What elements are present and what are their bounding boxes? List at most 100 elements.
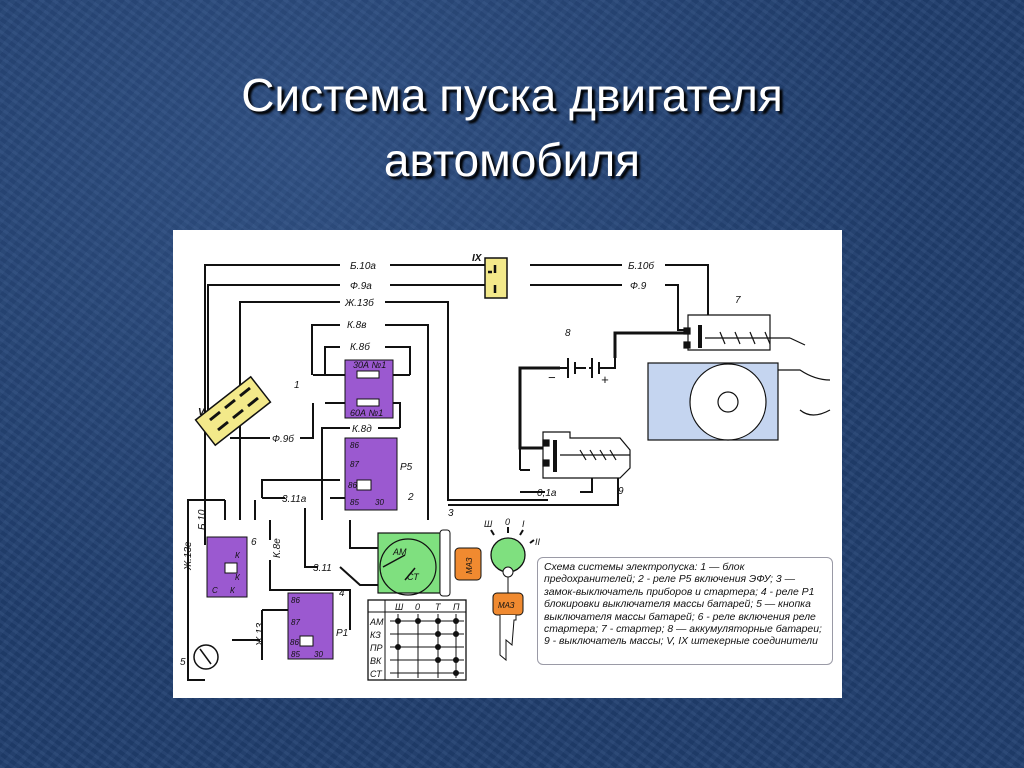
p1-pin: 86	[290, 638, 299, 647]
label-b10a: Б.10а	[350, 261, 376, 272]
label-3-11a: 3.11а	[282, 494, 307, 505]
connector-ix	[484, 257, 508, 299]
label-k8v: К.8в	[347, 320, 366, 331]
p5-pin: 86	[348, 481, 357, 490]
table-contact-dot	[415, 618, 421, 624]
relay-p1	[287, 592, 334, 660]
label-f9b: Ф.9б	[272, 433, 294, 445]
starter-7	[647, 314, 831, 441]
label-zh13g: Ж.13г	[183, 542, 194, 571]
table-contact-dot	[453, 631, 459, 637]
p1-pin: 85	[291, 650, 300, 659]
wire-k8v	[311, 324, 429, 520]
diagram-legend: Схема системы электропуска: 1 — блок пре…	[537, 557, 833, 665]
switch-position-table	[367, 599, 467, 681]
label-zh13: Ж.13	[255, 622, 266, 647]
label-f9a: Ф.9а	[350, 281, 372, 292]
table-contact-dot	[435, 618, 441, 624]
label-ix: IX	[472, 253, 483, 264]
wire-battery-plus	[613, 331, 688, 358]
label-3-11: 3.11	[313, 563, 332, 574]
slide-title-line2: автомобиля	[383, 134, 641, 186]
ignition-switch	[377, 529, 482, 597]
label-9: 9	[618, 486, 624, 497]
p5-pin: 85	[350, 498, 359, 507]
label-k8e: К.8е	[272, 538, 283, 558]
battery-8	[560, 358, 616, 378]
key-pos: 0	[505, 517, 510, 527]
ignition-am: АМ	[392, 547, 407, 557]
wire-b10b	[530, 264, 709, 330]
p1-pin: 30	[314, 650, 323, 659]
table-column-header: Т	[435, 602, 442, 612]
table-contact-dot	[453, 657, 459, 663]
label-0-1a: 0,1а	[537, 488, 557, 499]
label-3: 3	[448, 508, 454, 519]
label-5: 5	[180, 657, 186, 668]
fuse-60a: 60А №1	[350, 408, 383, 418]
mass-switch-9	[542, 431, 631, 479]
label-k8b: К.8б	[350, 341, 370, 353]
table-column-header: П	[453, 602, 460, 612]
ignition-key	[490, 527, 535, 662]
wire-z11	[304, 508, 380, 586]
label-6: 6	[251, 537, 257, 548]
table-row-label: СТ	[370, 669, 383, 679]
label-p5: Р5	[400, 462, 413, 473]
wire-f9b	[230, 403, 314, 439]
key-pos: Ш	[484, 519, 493, 529]
battery-plus: +	[601, 372, 609, 387]
key-label: МАЗ	[498, 601, 515, 610]
wire-f9	[530, 284, 688, 331]
table-row-label: АМ	[369, 617, 384, 627]
ignition-st: СТ	[407, 572, 420, 582]
table-column-header: Ш	[395, 602, 404, 612]
relay-p5	[344, 437, 398, 511]
table-contact-dot	[453, 618, 459, 624]
p5-pin: 30	[375, 498, 384, 507]
table-contact-dot	[435, 631, 441, 637]
slide-title-line1: Система пуска двигателя	[241, 69, 783, 121]
connector-v	[194, 375, 272, 447]
wire-zh13b	[239, 301, 548, 520]
label-f9: Ф.9	[630, 281, 647, 292]
key-pos: I	[522, 519, 525, 529]
p5-pin: 87	[350, 460, 359, 469]
label-k8d: К.8д	[352, 424, 372, 435]
wire-k8d	[321, 427, 400, 520]
table-contact-dot	[453, 670, 459, 676]
label-v: V	[198, 407, 206, 418]
key-pos: II	[535, 537, 541, 547]
p1-pin: 86	[291, 596, 300, 605]
wire-f9a	[207, 284, 485, 430]
wire-k8b	[324, 346, 411, 375]
label-7: 7	[735, 295, 741, 306]
p1-pin: 87	[291, 618, 300, 627]
label-8: 8	[565, 328, 571, 339]
label-2: 2	[407, 492, 414, 503]
fuse-block	[344, 359, 394, 419]
label-p1: Р1	[336, 628, 348, 639]
label-b10: Б.10	[197, 509, 208, 530]
battery-minus: −	[548, 370, 556, 385]
label-b10b: Б.10б	[628, 260, 654, 272]
table-row-label: ВК	[370, 656, 382, 666]
p5-pin: 86	[350, 441, 359, 450]
relay6-pin: К	[235, 573, 241, 582]
table-contact-dot	[435, 644, 441, 650]
wire-battery-minus	[518, 366, 560, 450]
wire-b10a	[204, 264, 485, 545]
table-row-label: ПР	[370, 643, 383, 653]
wire-z11a	[261, 479, 345, 499]
table-column-header: 0	[415, 602, 420, 612]
relay6-pin: К	[230, 586, 236, 595]
table-row-label: КЗ	[370, 630, 381, 640]
table-contact-dot	[435, 657, 441, 663]
table-contact-dot	[395, 644, 401, 650]
label-1: 1	[294, 380, 300, 391]
relay6-pin: С	[212, 586, 218, 595]
fuse-30a: 30А №1	[353, 360, 386, 370]
relay6-pin: К	[235, 551, 241, 560]
